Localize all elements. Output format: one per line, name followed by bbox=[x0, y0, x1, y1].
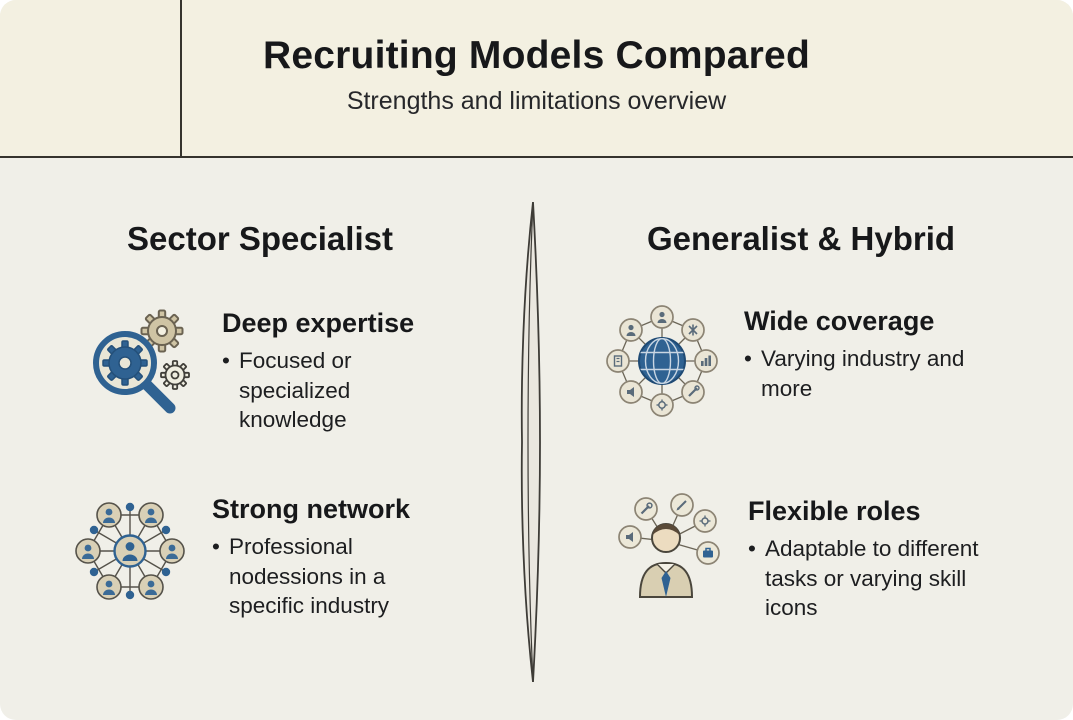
bullet-marker: • bbox=[744, 346, 752, 371]
bullet-text: Adaptable to different tasks or varying … bbox=[765, 536, 979, 621]
bullet-marker: • bbox=[212, 534, 220, 559]
bullet-text: Focused or specialized knowledge bbox=[239, 348, 352, 433]
bullet-marker: • bbox=[748, 536, 756, 561]
item-bullet: • Professional nodessions in a specific i… bbox=[212, 532, 429, 621]
item-title: Deep expertise bbox=[222, 308, 415, 338]
bullet-marker: • bbox=[222, 348, 230, 373]
person-skills-icon bbox=[606, 491, 726, 611]
column-heading-generalist-hybrid: Generalist & Hybrid bbox=[646, 220, 956, 257]
item-title: Strong network bbox=[212, 494, 411, 524]
globe-network-icon bbox=[602, 301, 722, 421]
page-subtitle: Strengths and limitations overview bbox=[346, 87, 727, 115]
item-title: Wide coverage bbox=[744, 306, 935, 336]
item-bullet: • Focused or specialized knowledge bbox=[222, 346, 404, 435]
feature-item-flexible-roles: Flexible roles • Adaptable to different t… bbox=[606, 491, 990, 623]
feature-item-wide-coverage: Wide coverage • Varying industry and more bbox=[602, 301, 966, 421]
feature-item-deep-expertise: Deep expertise • Focused or specialized k… bbox=[80, 303, 414, 435]
bullet-text: Varying industry and more bbox=[761, 346, 965, 401]
item-bullet: • Varying industry and more bbox=[744, 344, 966, 403]
header-divider-line bbox=[180, 0, 182, 156]
header: Recruiting Models Compared Strengths and… bbox=[0, 0, 1073, 158]
item-title: Flexible roles bbox=[748, 496, 921, 526]
column-heading-sector-specialist: Sector Specialist bbox=[127, 220, 393, 257]
center-fold-divider bbox=[513, 201, 553, 683]
magnifier-gears-icon bbox=[80, 303, 200, 423]
people-network-icon bbox=[70, 489, 190, 609]
bullet-text: Professional nodessions in a specific in… bbox=[229, 534, 390, 619]
item-bullet: • Adaptable to different tasks or varying… bbox=[748, 534, 990, 623]
page-title: Recruiting Models Compared bbox=[263, 34, 810, 77]
feature-item-strong-network: Strong network • Professional nodessions … bbox=[70, 489, 429, 621]
